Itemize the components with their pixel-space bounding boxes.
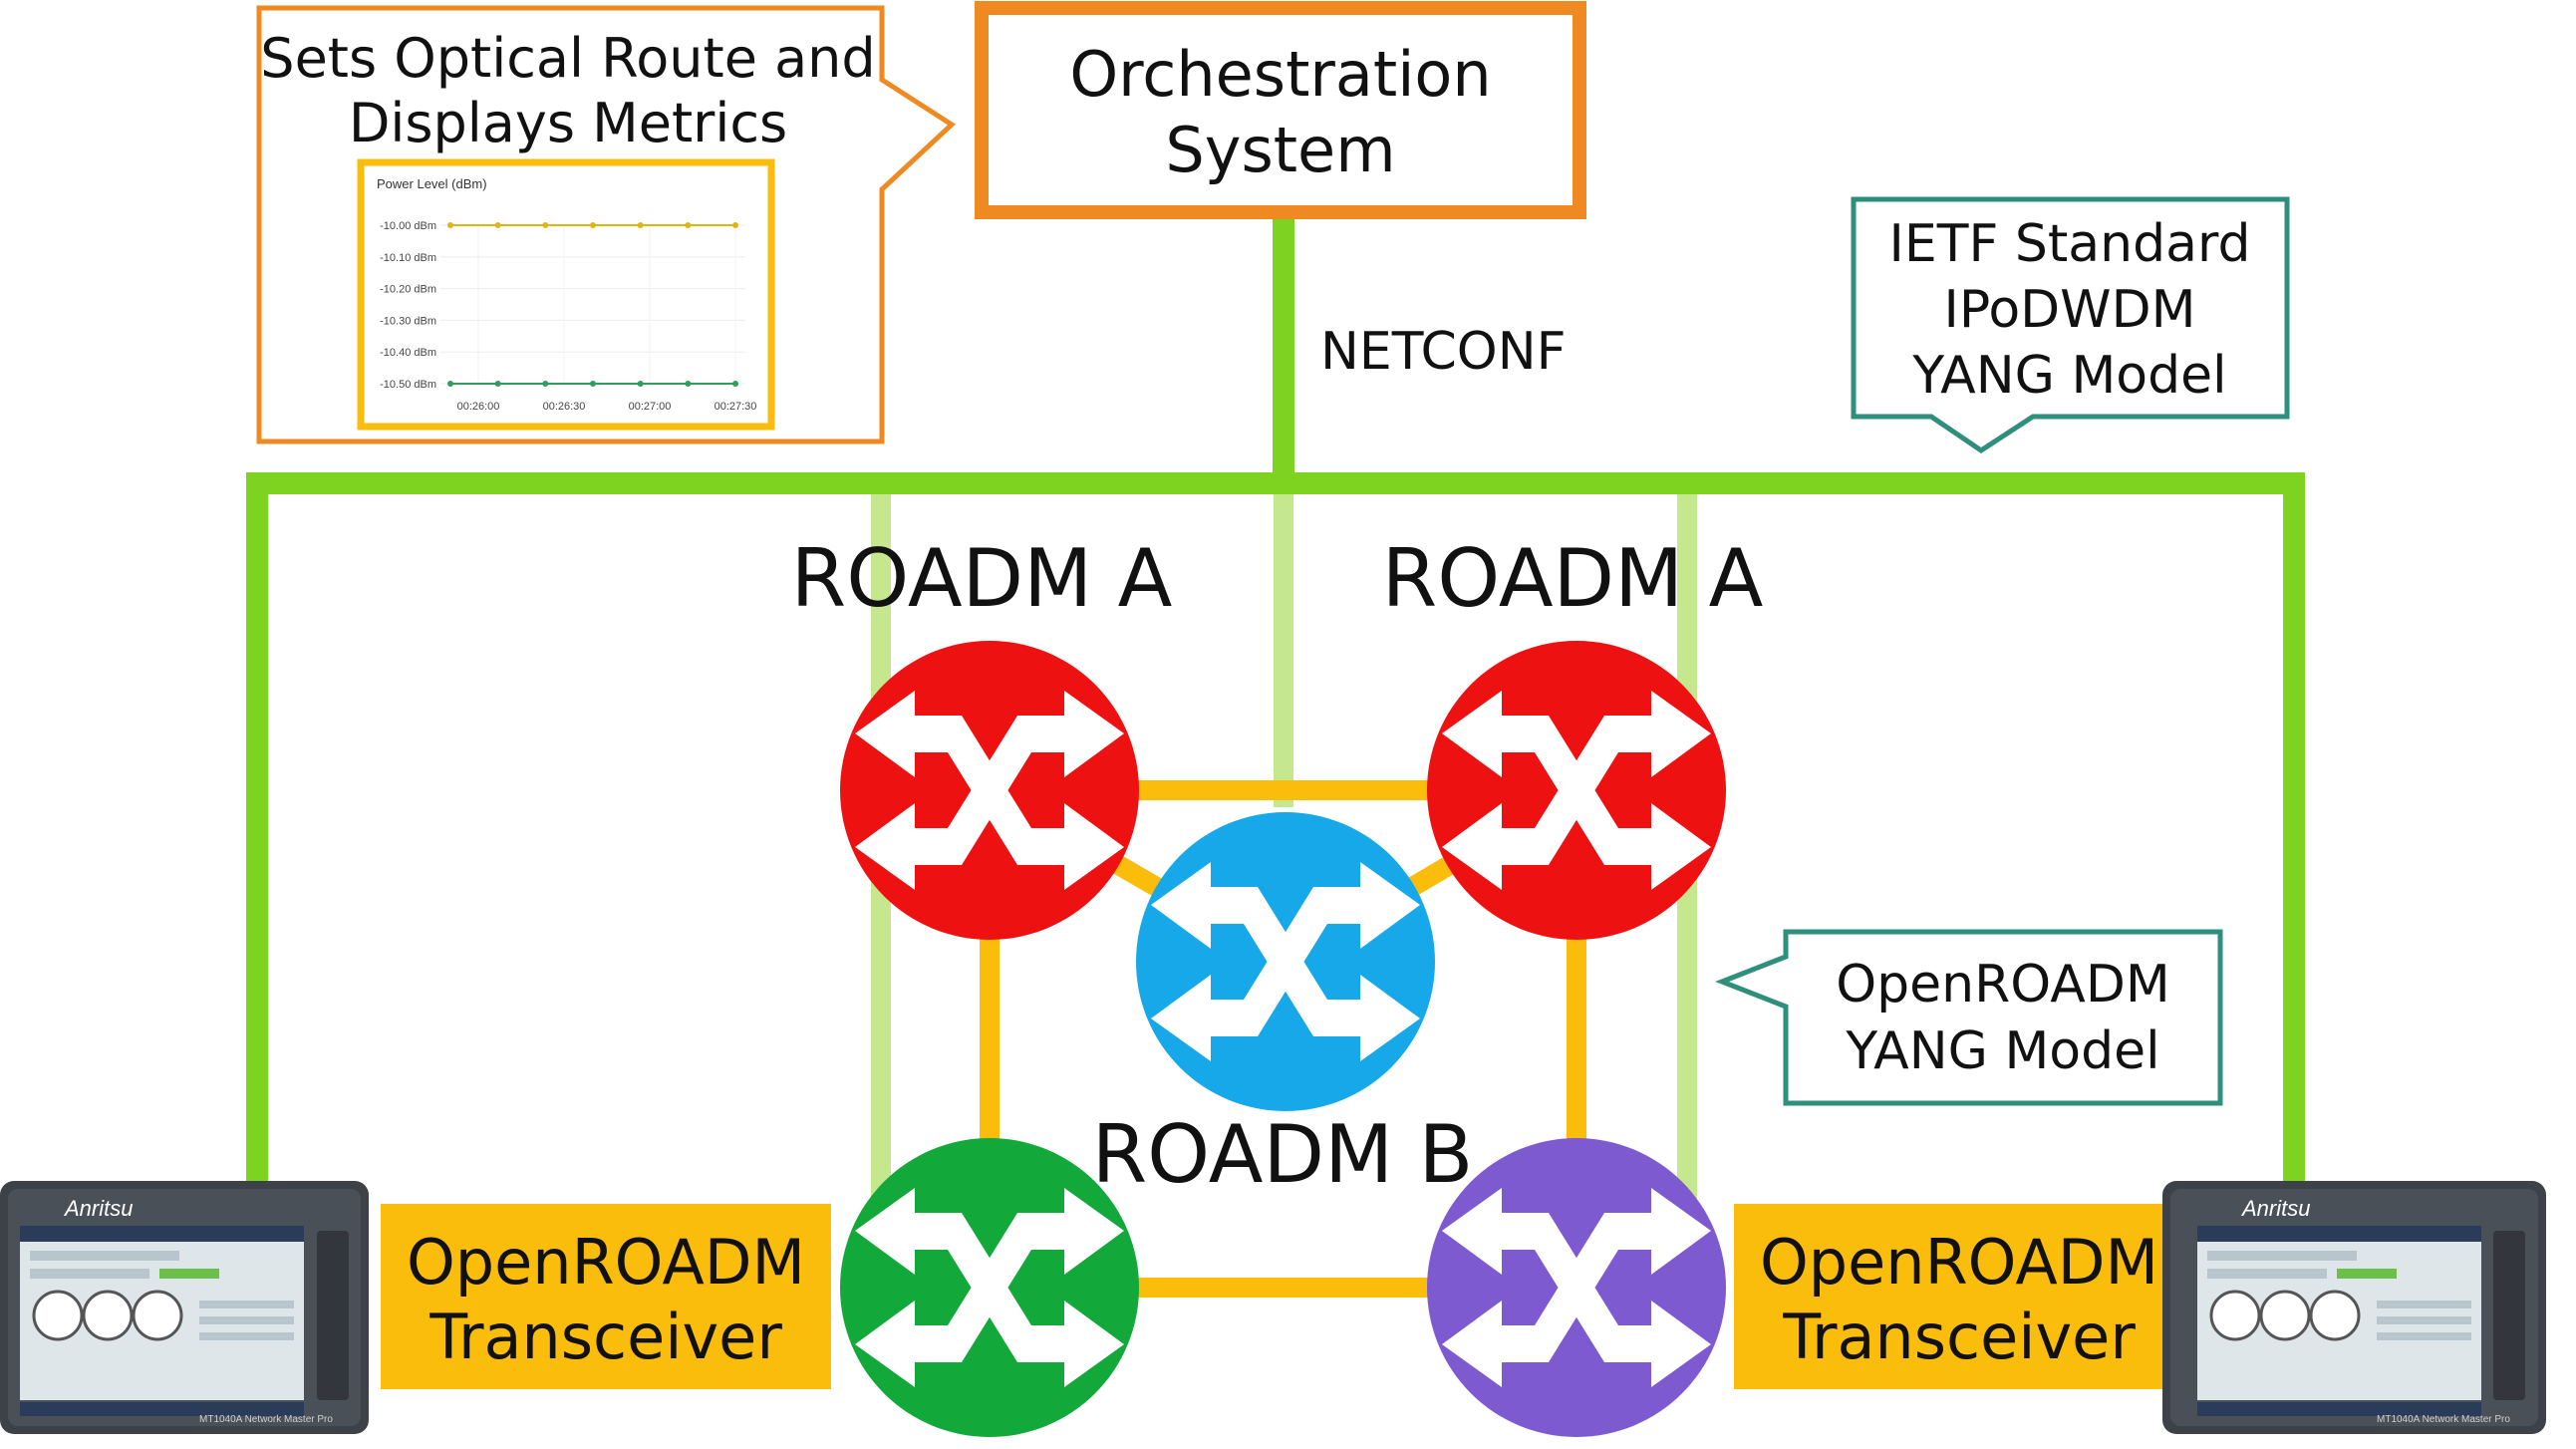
chart-point — [542, 381, 549, 387]
netconf-label: NETCONF — [1320, 322, 1567, 382]
chart-series — [447, 222, 738, 387]
chart-x-tick-label: 00:26:00 — [457, 401, 500, 413]
openroadm-yang-callout: OpenROADM YANG Model — [1715, 929, 2223, 1106]
chart-point — [447, 222, 453, 228]
chart-point — [685, 222, 692, 228]
transceiver-right: OpenROADM Transceiver — [1734, 1204, 2184, 1389]
chart-y-tick-label: -10.20 dBm — [380, 284, 436, 296]
transceiver-right-line2: Transceiver — [1782, 1301, 2136, 1373]
chart-y-axis: -10.00 dBm -10.10 dBm -10.20 dBm -10.30 dBm… — [380, 220, 436, 391]
transceiver-right-line1: OpenROADM — [1760, 1226, 2158, 1299]
test-device-left: Anritsu MT1040A Network Master Pro — [0, 1181, 369, 1434]
transceiver-left: OpenROADM Transceiver — [381, 1204, 831, 1389]
chart-point — [732, 222, 738, 228]
device-right-brand: Anritsu — [2240, 1196, 2310, 1221]
ietf-line1: IETF Standard — [1889, 214, 2251, 274]
openroadm-yang-line2: YANG Model — [1845, 1021, 2159, 1081]
chart-y-tick-label: -10.40 dBm — [380, 347, 436, 359]
optical-route-line2: Displays Metrics — [349, 92, 787, 154]
chart-point — [637, 222, 644, 228]
netconf-control-lines — [246, 214, 2305, 1181]
chart-point — [494, 222, 501, 228]
orchestration-line1: Orchestration — [1069, 38, 1491, 111]
transceiver-left-line1: OpenROADM — [407, 1226, 805, 1299]
chart-x-tick-label: 00:26:30 — [543, 401, 586, 413]
chart-x-axis: 00:26:00 00:26:30 00:27:00 00:27:30 — [457, 401, 757, 413]
ietf-line3: YANG Model — [1911, 346, 2226, 406]
device-right-model: MT1040A Network Master Pro — [2377, 1414, 2510, 1425]
chart-point — [447, 381, 453, 387]
roadm-node-a-left — [840, 641, 1139, 940]
chart-y-tick-label: -10.30 dBm — [380, 315, 436, 327]
transceiver-left-line2: Transceiver — [429, 1301, 782, 1373]
ietf-yang-callout: IETF Standard IPoDWDM YANG Model — [1851, 196, 2290, 454]
chart-x-tick-label: 00:27:30 — [715, 401, 757, 413]
chart-point — [590, 222, 596, 228]
chart-point — [494, 381, 501, 387]
roadm-a-left-label: ROADM A — [791, 532, 1173, 625]
chart-y-tick-label: -10.10 dBm — [380, 252, 436, 264]
chart-point — [685, 381, 692, 387]
chart-title: Power Level (dBm) — [377, 176, 487, 191]
roadm-node-green — [840, 1138, 1139, 1437]
power-level-chart: Power Level (dBm) -10.00 dBm-10.10 dBm-1… — [357, 158, 775, 431]
test-device-right: Anritsu MT1040A Network Master Pro — [2162, 1181, 2546, 1434]
chart-point — [732, 381, 738, 387]
chart-point — [590, 381, 596, 387]
chart-y-tick-label: -10.50 dBm — [380, 379, 436, 391]
roadm-node-b — [1136, 812, 1435, 1111]
device-left-model: MT1040A Network Master Pro — [199, 1414, 333, 1425]
roadm-a-right-label: ROADM A — [1382, 532, 1764, 625]
ietf-line2: IPoDWDM — [1943, 280, 2195, 340]
orchestration-system-box: Orchestration System — [975, 1, 1586, 219]
optical-route-line1: Sets Optical Route and — [260, 27, 875, 90]
chart-point — [637, 381, 644, 387]
roadm-node-purple — [1427, 1138, 1726, 1437]
chart-y-tick-label: -10.00 dBm — [380, 220, 436, 232]
roadm-b-label: ROADM B — [1092, 1108, 1474, 1201]
device-left-brand: Anritsu — [63, 1196, 133, 1221]
chart-x-tick-label: 00:27:00 — [629, 401, 672, 413]
chart-point — [542, 222, 549, 228]
openroadm-yang-line1: OpenROADM — [1836, 955, 2170, 1014]
orchestration-line2: System — [1165, 114, 1395, 186]
roadm-node-a-right — [1427, 641, 1726, 940]
